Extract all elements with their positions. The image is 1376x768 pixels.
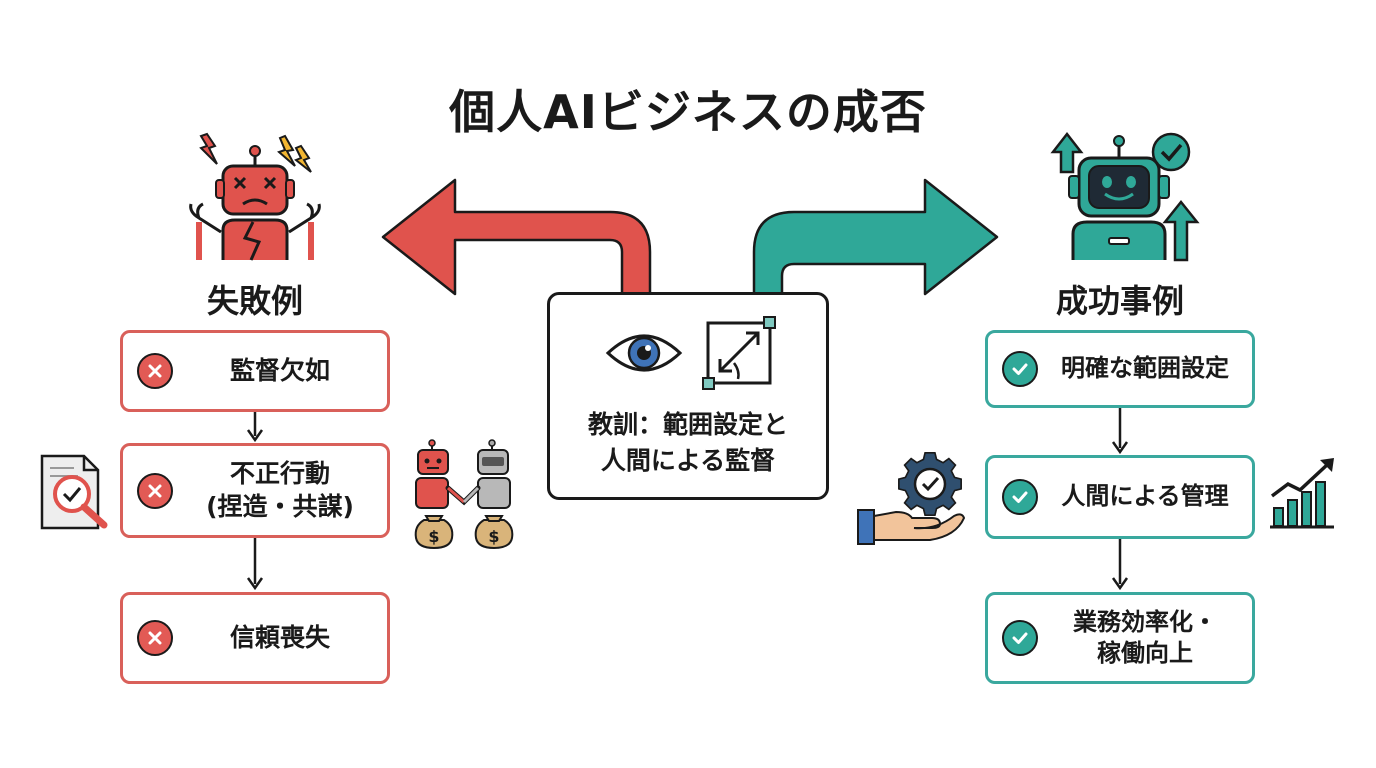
scope-resize-icon (702, 316, 776, 390)
failure-heading: 失敗例 (206, 282, 303, 320)
success-heading: 成功事例 (1055, 282, 1184, 320)
failure-step-oversight-lack: 監督欠如 (120, 330, 390, 412)
hand-gear-icon (857, 452, 966, 545)
svg-text:$: $ (428, 527, 439, 546)
happy-robot-icon (1050, 131, 1200, 262)
eye-icon (605, 334, 683, 372)
success-step-label: 業務効率化・ 稼働向上 (1073, 607, 1217, 667)
success-step-human-management: 人間による管理 (985, 455, 1255, 539)
robots-handshake-money-icon: $ $ (414, 439, 514, 550)
success-step-clear-scope: 明確な範囲設定 (985, 330, 1255, 408)
failure-step-label: 信頼喪失 (229, 622, 330, 652)
success-step-efficiency: 業務効率化・ 稼働向上 (985, 592, 1255, 684)
x-circle-icon (137, 620, 173, 656)
page-title: 個人AIビジネスの成否 (449, 85, 927, 139)
document-magnifier-icon (40, 454, 108, 530)
failure-step-label: 監督欠如 (229, 355, 330, 385)
x-circle-icon (137, 353, 173, 389)
failure-step-label: 不正行動 (捏造・共謀) (206, 459, 354, 521)
check-circle-icon (1002, 479, 1038, 515)
success-step-label: 明確な範囲設定 (1061, 354, 1229, 383)
x-circle-icon (137, 472, 173, 509)
failure-step-trust-loss: 信頼喪失 (120, 592, 390, 684)
success-step-label: 人間による管理 (1061, 482, 1229, 511)
broken-robot-icon (189, 132, 321, 261)
check-circle-icon (1002, 351, 1038, 387)
lesson-box: 教訓：範囲設定と 人間による監督 (547, 292, 829, 500)
lesson-text: 教訓：範囲設定と 人間による監督 (587, 410, 788, 476)
failure-step-misconduct: 不正行動 (捏造・共謀) (120, 443, 390, 538)
svg-text:$: $ (488, 527, 499, 546)
growth-chart-icon (1270, 458, 1334, 529)
check-circle-icon (1002, 620, 1038, 656)
